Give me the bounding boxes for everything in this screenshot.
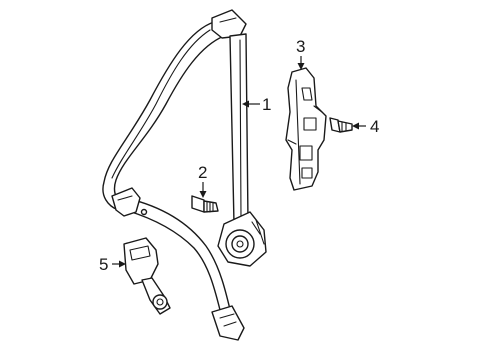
height-adjuster [285, 67, 327, 191]
belt-retractor [211, 9, 267, 267]
callout-1: 1 [262, 95, 271, 114]
leader-3 [297, 56, 305, 70]
seat-belt-buckle [123, 237, 171, 315]
anchor-bolt [191, 195, 219, 213]
leader-4 [352, 122, 366, 130]
callout-5: 5 [99, 255, 108, 274]
callout-3: 3 [296, 37, 305, 56]
adjuster-bolt [329, 117, 353, 133]
leader-2 [199, 182, 207, 198]
leader-5 [112, 260, 126, 268]
seat-belt-webbing [102, 21, 245, 341]
callout-4: 4 [370, 117, 379, 136]
callout-2: 2 [198, 163, 207, 182]
leader-1 [242, 100, 260, 108]
